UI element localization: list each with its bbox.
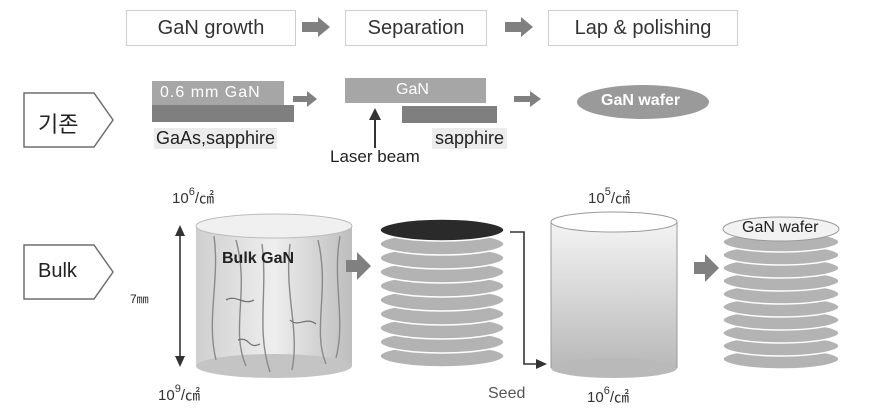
wafer-stack xyxy=(722,216,840,370)
arrow-conv-2 xyxy=(514,91,541,107)
gan-wafer-label: GaN wafer xyxy=(601,92,681,109)
row-label-bulk: Bulk xyxy=(38,260,77,282)
substrate-rect xyxy=(152,105,294,122)
arrow-bulk-2 xyxy=(694,254,719,282)
substrate-label: GaAs,sapphire xyxy=(154,128,278,149)
row-label-conventional-shape xyxy=(23,92,114,148)
thickness-label: 7㎜ xyxy=(130,292,149,306)
step-gan-growth: GaN growth xyxy=(126,10,296,46)
arrow-bulk-1 xyxy=(346,252,371,280)
seed-connector xyxy=(510,231,547,369)
step-arrow-2 xyxy=(505,17,533,37)
gan-separated-label: GaN xyxy=(396,81,429,98)
arrow-conv-1 xyxy=(293,91,317,107)
density-bottom-label: 109/㎠ xyxy=(158,383,200,404)
wafer-stack-label: GaN wafer xyxy=(742,219,819,236)
seed-label: Seed xyxy=(488,385,526,402)
step-separation: Separation xyxy=(345,10,487,46)
gan-layer-rect xyxy=(152,81,284,105)
bulk-gan-label: Bulk GaN xyxy=(222,250,295,267)
sliced-stack xyxy=(379,218,505,368)
sapphire-rect xyxy=(402,106,497,123)
thickness-arrow xyxy=(175,225,185,367)
laser-arrow xyxy=(369,108,381,148)
bulk-gan-cylinder xyxy=(195,213,353,378)
gan-wafer-ellipse xyxy=(577,85,709,119)
cylinder-bottom-density-label: 106/㎠ xyxy=(587,385,629,406)
row-label-bulk-shape xyxy=(23,244,114,300)
density-top-label: 106/㎠ xyxy=(172,186,214,207)
gan-separated-rect xyxy=(345,78,486,103)
row-label-conventional: 기존 xyxy=(38,113,79,138)
step-arrow-1 xyxy=(302,17,330,37)
cylinder-top-density-label: 105/㎠ xyxy=(588,186,630,207)
laser-label: Laser beam xyxy=(330,147,420,166)
step-lap-polishing: Lap & polishing xyxy=(548,10,738,46)
gan-layer-label: 0.6 mm GaN xyxy=(160,84,261,101)
sapphire-label: sapphire xyxy=(432,128,508,149)
grown-cylinder xyxy=(550,211,678,378)
